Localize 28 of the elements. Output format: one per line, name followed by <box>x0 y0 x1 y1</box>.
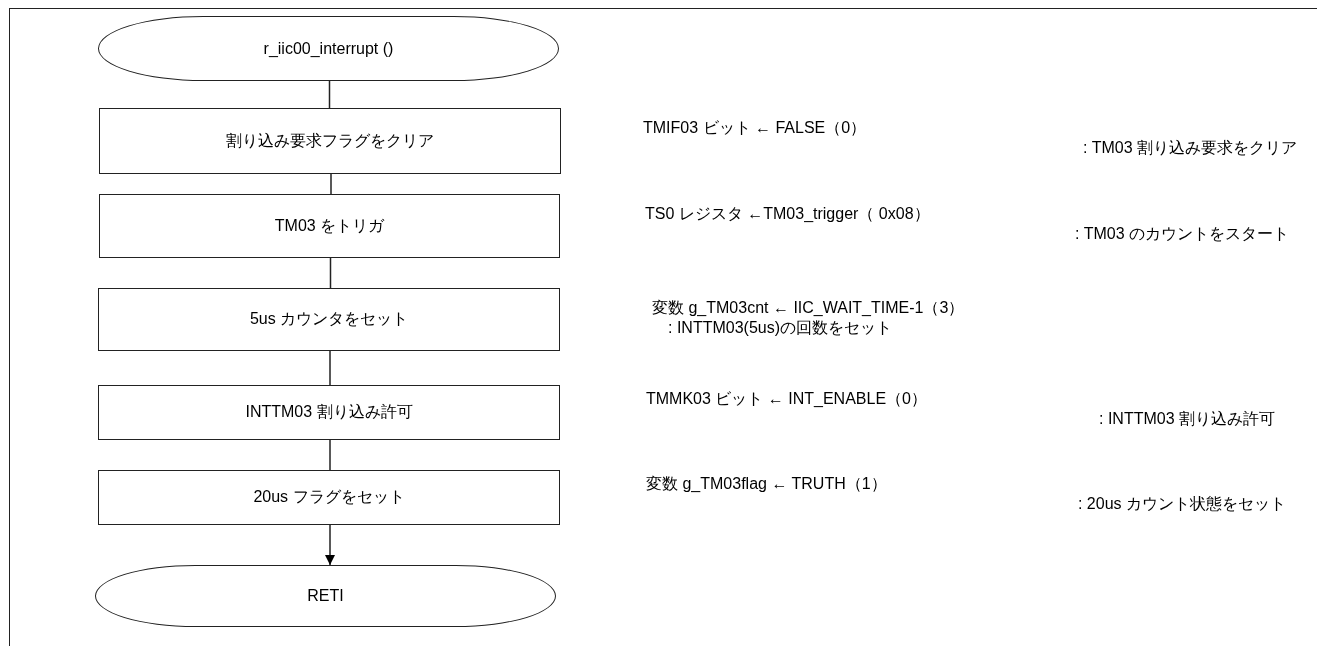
process-box <box>99 194 560 258</box>
node-label: INTTM03 割り込み許可 <box>244 402 414 422</box>
annotation-text: : INTTM03(5us)の回数をセット <box>668 318 892 338</box>
connector-line <box>330 173 332 195</box>
process-box <box>98 288 560 351</box>
arrow <box>325 524 335 566</box>
annotation-text: TMIF03 ビット ← FALSE（0） <box>643 118 867 138</box>
process-box <box>98 385 560 440</box>
annotation-text: : 20us カウント状態をセット <box>1077 494 1286 514</box>
node-label: 20us フラグをセット <box>252 487 406 507</box>
node-label: RETI <box>306 587 345 605</box>
annotation-text: : TM03 のカウントをスタート <box>1075 224 1289 244</box>
connector-line <box>329 350 331 386</box>
annotation-text: TS0 レジスタ ←TM03_trigger（ 0x08） <box>645 204 930 224</box>
node-label: r_iic00_interrupt () <box>262 39 395 58</box>
connector-line <box>329 257 332 289</box>
node-label: 割り込み要求フラグをクリア <box>225 130 435 151</box>
annotation-text: : INTTM03 割り込み許可 <box>1099 409 1275 429</box>
annotation-text: TMMK03 ビット ← INT_ENABLE（0） <box>646 389 927 409</box>
annotation-text: 変数 g_TM03flag ← TRUTH（1） <box>646 474 887 494</box>
annotation-text: : TM03 割り込み要求をクリア <box>1083 138 1297 158</box>
connector-line <box>328 80 331 109</box>
connector-line <box>329 439 331 471</box>
node-label: 5us カウンタをセット <box>248 309 410 329</box>
node-label: TM03 をトリガ <box>273 215 386 236</box>
process-box <box>99 108 561 174</box>
annotation-text: 変数 g_TM03cnt ← IIC_WAIT_TIME-1（3） <box>652 298 965 318</box>
process-box <box>98 470 560 525</box>
